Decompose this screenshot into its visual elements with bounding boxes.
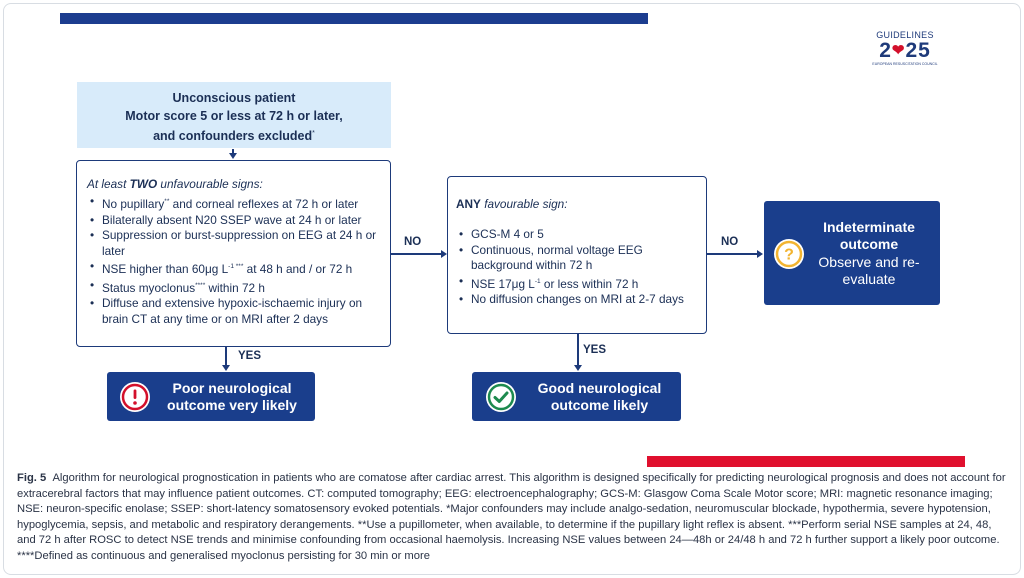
favourable-signs-box: ANY favourable sign: GCS-M 4 or 5Continu… bbox=[447, 176, 707, 334]
unfavourable-list: No pupillary** and corneal reflexes at 7… bbox=[87, 194, 382, 328]
poor-outcome-box: Poor neurological outcome very likely bbox=[107, 372, 315, 421]
start-line-3: and confounders excluded* bbox=[153, 129, 315, 144]
guidelines-logo: GUIDELINES 2❤25 EUROPEAN RESUSCITATION C… bbox=[872, 30, 938, 66]
label-no-1: NO bbox=[404, 236, 422, 248]
arrowhead-no-2 bbox=[757, 250, 763, 258]
connector-no-2 bbox=[707, 253, 758, 255]
unfavourable-item: Bilaterally absent N20 SSEP wave at 24 h… bbox=[87, 213, 382, 229]
favourable-item: GCS-M 4 or 5 bbox=[456, 227, 698, 243]
checkmark-icon bbox=[486, 382, 516, 412]
caption-label: Fig. 5 bbox=[17, 472, 47, 484]
poor-outcome-text: Poor neurological outcome very likely bbox=[167, 380, 297, 413]
figure-caption: Fig. 5 Algorithm for neurological progno… bbox=[17, 471, 1007, 565]
favourable-item: Continuous, normal voltage EEG backgroun… bbox=[456, 243, 698, 274]
label-no-2: NO bbox=[721, 236, 739, 248]
logo-top-text: GUIDELINES bbox=[876, 30, 934, 40]
arrowhead-yes-1 bbox=[222, 365, 230, 371]
connector-yes-2 bbox=[577, 334, 579, 366]
logo-year: 2❤25 bbox=[879, 39, 931, 62]
unfavourable-signs-box: At least TWO unfavourable signs: No pupi… bbox=[76, 160, 391, 347]
unfavourable-item: No pupillary** and corneal reflexes at 7… bbox=[87, 194, 382, 213]
start-box: Unconscious patient Motor score 5 or les… bbox=[77, 82, 391, 148]
question-icon: ? bbox=[774, 239, 804, 269]
start-line-1: Unconscious patient bbox=[172, 91, 296, 105]
indeterminate-subtitle: Observe and re-evaluate bbox=[818, 254, 920, 287]
heart-icon: ❤ bbox=[891, 42, 906, 59]
arrowhead-yes-2 bbox=[574, 365, 582, 371]
arrowhead-no-1 bbox=[441, 250, 447, 258]
good-outcome-text: Good neurological outcome likely bbox=[537, 380, 662, 413]
label-yes-2: YES bbox=[583, 344, 607, 356]
connector-no-1 bbox=[391, 253, 441, 255]
caption-text: Algorithm for neurological prognosticati… bbox=[17, 472, 1006, 562]
unfavourable-item: Diffuse and extensive hypoxic-ischaemic … bbox=[87, 296, 382, 327]
indeterminate-title: Indeterminate outcome bbox=[823, 219, 915, 252]
connector-yes-1 bbox=[225, 347, 227, 366]
good-outcome-box: Good neurological outcome likely bbox=[472, 372, 681, 421]
exclamation-icon bbox=[120, 382, 150, 412]
logo-subtext: EUROPEAN RESUSCITATION COUNCIL bbox=[872, 62, 938, 66]
start-line-2: Motor score 5 or less at 72 h or later, bbox=[125, 108, 343, 123]
favourable-list: GCS-M 4 or 5Continuous, normal voltage E… bbox=[456, 227, 698, 308]
unfavourable-item: Status myoclonus**** within 72 h bbox=[87, 278, 382, 297]
favourable-heading: ANY favourable sign: bbox=[456, 197, 568, 211]
connector-start-down bbox=[232, 149, 234, 154]
unfavourable-item: NSE higher than 60μg L-1 *** at 48 h and… bbox=[87, 259, 382, 278]
arrowhead-start-down bbox=[229, 153, 237, 159]
label-yes-1: YES bbox=[238, 350, 262, 362]
unfavourable-heading: At least TWO unfavourable signs: bbox=[87, 177, 263, 191]
indeterminate-outcome-box: ? Indeterminate outcome Observe and re-e… bbox=[764, 201, 940, 305]
red-accent-bar bbox=[647, 456, 965, 467]
favourable-item: No diffusion changes on MRI at 2-7 days bbox=[456, 292, 698, 308]
unfavourable-item: Suppression or burst-suppression on EEG … bbox=[87, 228, 382, 259]
svg-text:?: ? bbox=[784, 247, 794, 264]
top-accent-bar bbox=[60, 13, 648, 24]
favourable-item: NSE 17μg L-1 or less within 72 h bbox=[456, 274, 698, 293]
